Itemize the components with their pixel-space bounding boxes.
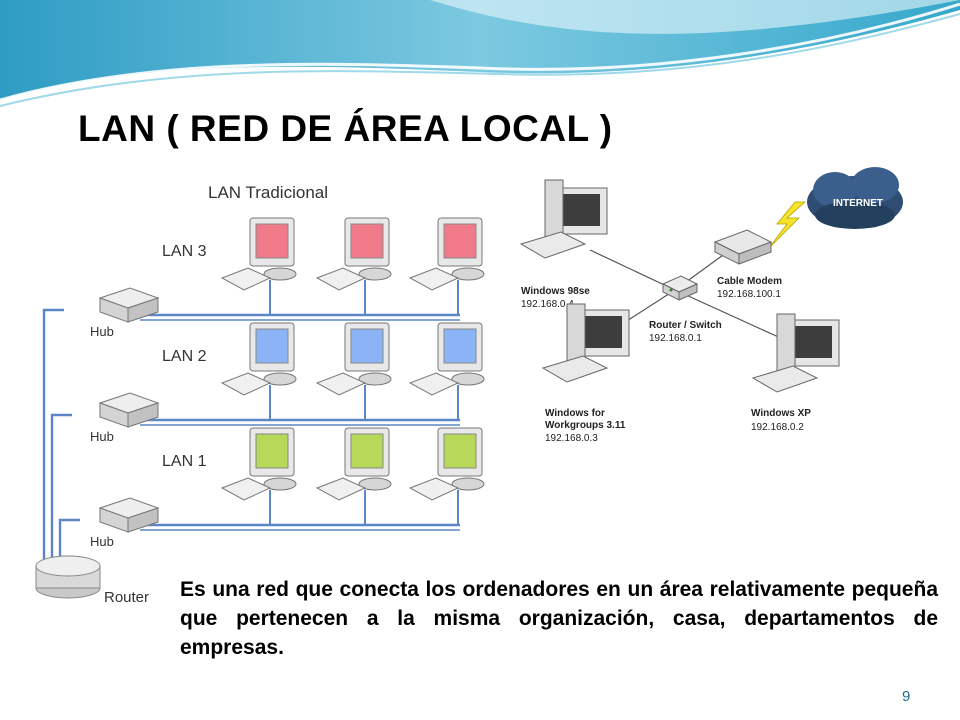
- internet-label: INTERNET: [833, 198, 883, 209]
- hub-router-link: [42, 308, 64, 562]
- router-switch-ip: 192.168.0.1: [649, 333, 702, 344]
- win98-name: Windows 98se: [521, 286, 590, 297]
- win98-ip: 192.168.0.4: [521, 299, 574, 310]
- slide-title: LAN ( RED DE ÁREA LOCAL ): [78, 108, 613, 149]
- wfw-name-line2: Workgroups 3.11: [545, 420, 626, 431]
- traditional-lan-title: LAN Tradicional: [208, 183, 328, 202]
- router-switch-name: Router / Switch: [649, 320, 722, 331]
- wfw-name-line1: Windows for: [545, 408, 605, 419]
- hub-label: Hub: [90, 429, 114, 444]
- page-number: 9: [902, 688, 911, 705]
- computer-icon: [315, 427, 392, 501]
- home-network-diagram: INTERNET Cable Modem 192.168.100.1 Route…: [519, 167, 903, 444]
- lan-group: LAN 1 Hub: [90, 427, 485, 549]
- lan-group-label: LAN 3: [162, 243, 207, 260]
- hub-router-link: [50, 413, 72, 562]
- lan-group: LAN 3 Hub: [90, 217, 485, 339]
- header-wave: [0, 0, 960, 107]
- win98-computer-icon: [519, 179, 608, 259]
- wfw-computer-icon: [541, 303, 630, 383]
- hub-label: Hub: [90, 534, 114, 549]
- hub-router-link: [58, 518, 80, 562]
- router-label: Router: [104, 589, 149, 606]
- computer-icon: [408, 322, 485, 396]
- wfw-ip: 192.168.0.3: [545, 433, 598, 444]
- computer-icon: [220, 427, 297, 501]
- winxp-computer-icon: [751, 313, 840, 393]
- router-device: [35, 555, 101, 599]
- computer-icon: [408, 427, 485, 501]
- internet-cloud-icon: [807, 167, 903, 229]
- cable-modem-device: [713, 229, 773, 265]
- lan-group-label: LAN 2: [162, 348, 207, 365]
- lan-group-label: LAN 1: [162, 453, 207, 470]
- cable-modem-ip: 192.168.100.1: [717, 289, 781, 300]
- lightning-icon: [768, 201, 807, 249]
- hub-device: [98, 392, 160, 428]
- winxp-ip: 192.168.0.2: [751, 422, 804, 433]
- computer-icon: [315, 322, 392, 396]
- hub-label: Hub: [90, 324, 114, 339]
- computer-icon: [408, 217, 485, 291]
- network-links: [42, 280, 460, 562]
- cable-modem-name: Cable Modem: [717, 276, 782, 287]
- hub-device: [98, 497, 160, 533]
- router-switch-device: [661, 275, 699, 301]
- lan-description: Es una red que conecta los ordenadores e…: [180, 578, 938, 659]
- lan-group: LAN 2 Hub: [90, 322, 485, 444]
- computer-icon: [220, 217, 297, 291]
- hub-device: [98, 287, 160, 323]
- computer-icon: [315, 217, 392, 291]
- computer-icon: [220, 322, 297, 396]
- winxp-name: Windows XP: [751, 408, 811, 419]
